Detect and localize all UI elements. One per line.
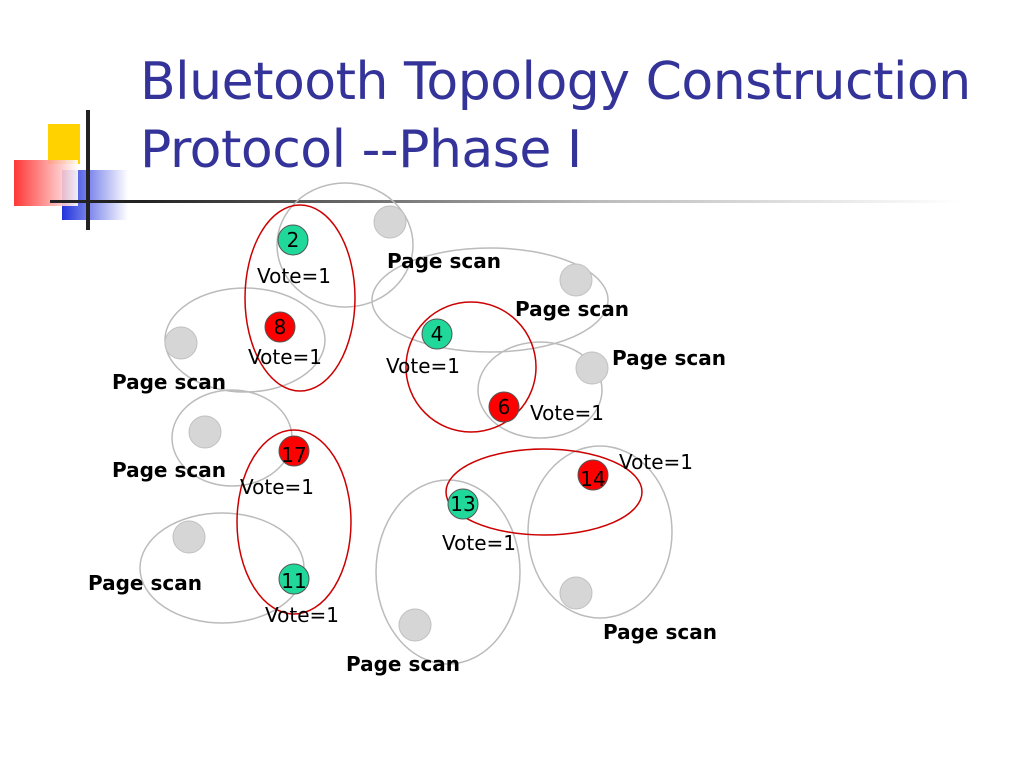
- idle-node: [172, 520, 206, 554]
- scan-range-right: [477, 341, 603, 439]
- node-8: [264, 311, 296, 343]
- piconet-4-6: [405, 301, 537, 433]
- scan-range-bottom-right: [527, 445, 673, 619]
- node-17: [278, 435, 310, 467]
- node-14: [577, 459, 609, 491]
- page-scan-label-bottom-center: Page scan: [346, 652, 460, 676]
- node-label-17: 17: [281, 443, 306, 467]
- vote-label-6: Vote=1: [530, 401, 604, 425]
- node-label-4: 4: [431, 322, 444, 346]
- node-label-13: 13: [450, 492, 475, 516]
- node-4: [421, 318, 453, 350]
- page-scan-label-left-lower: Page scan: [88, 571, 202, 595]
- page-scan-label-top-center: Page scan: [387, 249, 501, 273]
- idle-node: [559, 576, 593, 610]
- page-scan-label-bottom-right: Page scan: [603, 620, 717, 644]
- piconet-17-11: [236, 429, 352, 615]
- node-11: [278, 563, 310, 595]
- node-label-6: 6: [498, 395, 511, 419]
- page-scan-label-top-right: Page scan: [515, 297, 629, 321]
- node-label-11: 11: [281, 569, 306, 593]
- vote-label-13: Vote=1: [442, 531, 516, 555]
- vote-label-4: Vote=1: [386, 354, 460, 378]
- vote-label-2: Vote=1: [257, 264, 331, 288]
- piconet-2-8: [244, 204, 356, 392]
- corner-decoration: [0, 100, 960, 230]
- idle-node: [398, 608, 432, 642]
- idle-node: [575, 351, 609, 385]
- page-scan-label-right: Page scan: [612, 346, 726, 370]
- slide-title-line-1: Bluetooth Topology Construction: [140, 52, 971, 112]
- idle-node: [559, 263, 593, 297]
- idle-node: [373, 205, 407, 239]
- scan-range-top-right: [371, 247, 609, 353]
- slide-title-line-2: Protocol --Phase I: [140, 120, 582, 180]
- piconet-13-14: [445, 448, 643, 536]
- page-scan-label-left-upper: Page scan: [112, 370, 226, 394]
- node-2: [277, 224, 309, 256]
- node-label-8: 8: [274, 315, 287, 339]
- vote-label-11: Vote=1: [265, 603, 339, 627]
- node-6: [488, 391, 520, 423]
- vote-label-14: Vote=1: [619, 450, 693, 474]
- idle-node: [164, 326, 198, 360]
- page-scan-label-left-mid: Page scan: [112, 458, 226, 482]
- node-13: [447, 488, 479, 520]
- scan-range-top: [276, 182, 414, 308]
- idle-node: [188, 415, 222, 449]
- node-label-2: 2: [287, 228, 300, 252]
- scan-range-bottom-center: [375, 479, 521, 665]
- vote-label-17: Vote=1: [240, 475, 314, 499]
- node-label-14: 14: [580, 467, 605, 491]
- vote-label-8: Vote=1: [248, 345, 322, 369]
